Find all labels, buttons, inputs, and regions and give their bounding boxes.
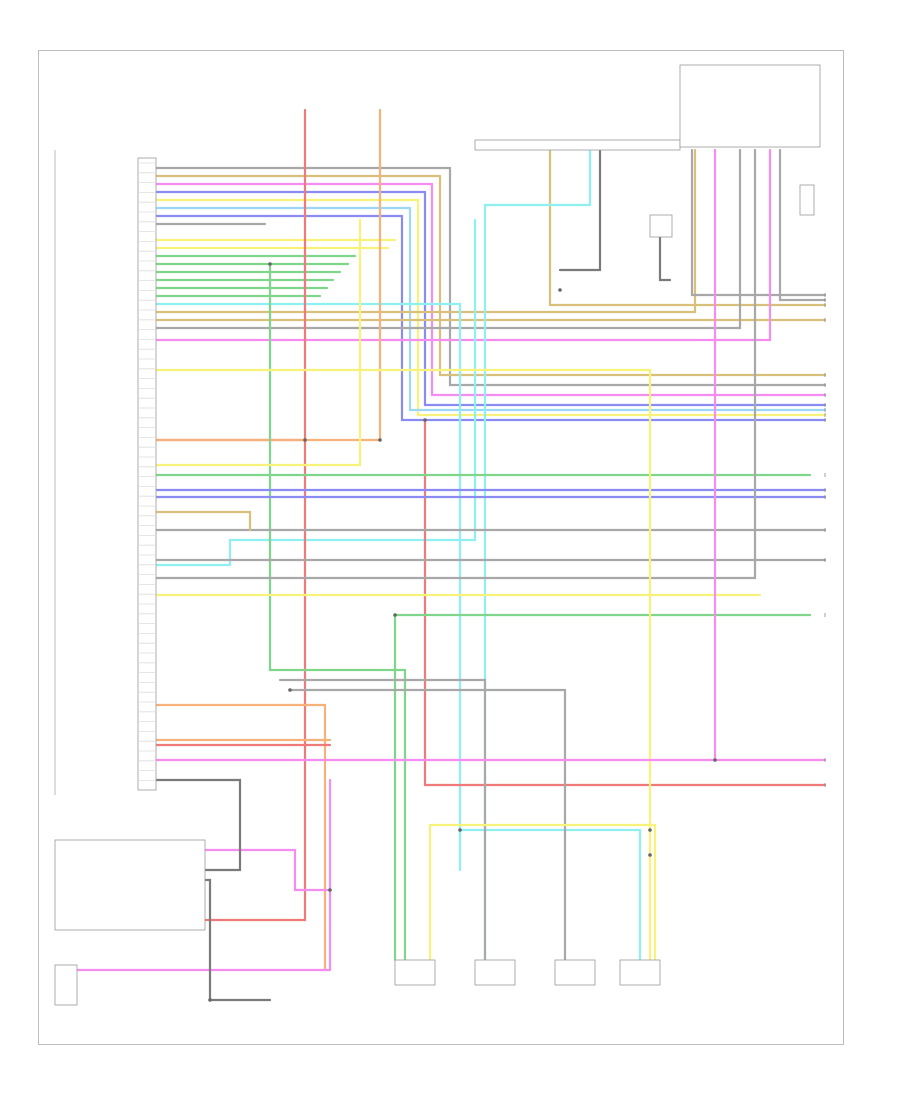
dk-gray-2 — [203, 878, 272, 1002]
splice-4 — [648, 828, 652, 832]
gray-harness-1 — [154, 148, 742, 330]
dk-gray-3 — [558, 148, 602, 272]
cyan-drop — [458, 828, 642, 962]
drop-blue-2 — [400, 214, 827, 422]
green-left-loop — [268, 262, 407, 962]
red-right — [423, 418, 827, 787]
output-shaft-sensor-box — [474, 959, 516, 986]
cruise-control-module-box — [54, 839, 206, 931]
gray-down — [288, 688, 567, 962]
drop-light-blue — [408, 206, 827, 412]
splice-8 — [268, 262, 272, 266]
splice-7 — [393, 613, 397, 617]
component-layer — [54, 64, 826, 1006]
cruise-servo-box — [54, 964, 78, 1006]
splice-0 — [303, 438, 307, 442]
splice-1 — [378, 438, 382, 442]
pcm-connector-body — [137, 157, 157, 791]
transmission-module-box — [679, 64, 821, 148]
diagram-frame — [38, 50, 844, 1045]
drop-tan — [438, 174, 827, 377]
transfer-case-switch-box — [799, 184, 815, 216]
splice-6 — [713, 758, 717, 762]
drop-blue — [423, 190, 827, 407]
splice-9 — [288, 688, 292, 692]
dk-gray-1 — [154, 778, 242, 872]
cyan-top — [154, 302, 462, 872]
drop-pink — [430, 182, 827, 397]
left-o2-sensor-box — [619, 959, 661, 986]
splice-3 — [458, 828, 462, 832]
splice-12 — [558, 288, 562, 292]
yellow-sensor — [154, 368, 652, 962]
data-link-connector-strip — [474, 139, 681, 151]
splice-2 — [423, 418, 427, 422]
tan-harness-1 — [154, 148, 697, 314]
gray-harness-3 — [778, 148, 827, 302]
gray-lower-3 — [154, 148, 757, 580]
splice-11 — [208, 998, 212, 1002]
orange-ignition — [154, 108, 382, 442]
pink-servo — [73, 778, 332, 972]
vehicle-speed-sensor-box — [394, 959, 436, 986]
ac-pressure-switch-box — [649, 214, 673, 238]
splice-10 — [328, 888, 332, 892]
dk-gray-4 — [658, 228, 672, 282]
pink-lower — [154, 148, 717, 762]
yellow-mid — [154, 218, 362, 467]
cyan-vertical — [483, 148, 592, 962]
gray-harness-2 — [690, 148, 827, 297]
cyan-long — [154, 218, 477, 567]
splice-5 — [648, 853, 652, 857]
drop-yellow — [416, 198, 827, 417]
orange-lower — [154, 703, 327, 972]
red-feed — [154, 108, 307, 922]
gray-down-2 — [278, 678, 487, 962]
drop-gray — [448, 166, 827, 387]
right-o2-sensor-box — [554, 959, 596, 986]
yellow-loop — [428, 823, 657, 962]
tan-harness-3 — [548, 148, 827, 307]
yellow-tan — [154, 510, 252, 532]
